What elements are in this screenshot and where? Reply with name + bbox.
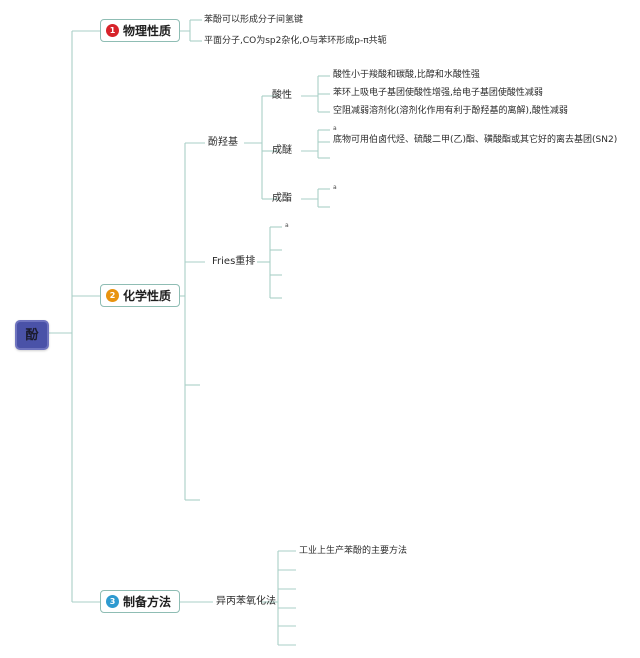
sub-node-cumene-oxidation[interactable]: 异丙苯氧化法 xyxy=(216,596,276,607)
root-node-label: 酚 xyxy=(25,327,39,343)
leaf-planar-molecule[interactable]: 平面分子,CO为sp2杂化,O与苯环形成p-π共轭 xyxy=(204,36,387,46)
topic-label-chemical-properties: 化学性质 xyxy=(123,288,172,303)
leaf-ester-note-a[interactable]: a xyxy=(333,184,337,191)
sub-node-ether-formation[interactable]: 成醚 xyxy=(272,145,292,156)
topic-node-chemical-properties[interactable]: 2 化学性质 xyxy=(100,284,181,307)
sub-node-ester-formation[interactable]: 成酯 xyxy=(272,193,292,204)
leaf-fries-note-a[interactable]: a xyxy=(285,222,289,229)
badge-3-icon: 3 xyxy=(106,595,119,608)
topic-node-preparation-methods[interactable]: 3 制备方法 xyxy=(100,590,181,613)
root-node[interactable]: 酚 xyxy=(15,320,49,350)
leaf-industrial-method[interactable]: 工业上生产苯酚的主要方法 xyxy=(299,546,408,556)
leaf-hydrogen-bond[interactable]: 苯酚可以形成分子间氢键 xyxy=(204,15,304,25)
topic-label-preparation-methods: 制备方法 xyxy=(123,594,172,609)
leaf-ether-substrate[interactable]: 底物可用伯卤代烃、硫酸二甲(乙)酯、磺酸酯或其它好的离去基团(SN2) xyxy=(333,135,618,145)
leaf-acidity-comparison[interactable]: 酸性小于羧酸和碳酸,比醇和水酸性强 xyxy=(333,70,480,80)
badge-2-icon: 2 xyxy=(106,289,119,302)
sub-node-phenolic-hydroxyl[interactable]: 酚羟基 xyxy=(208,137,238,148)
badge-1-icon: 1 xyxy=(106,24,119,37)
leaf-ether-note-a[interactable]: a xyxy=(333,125,337,132)
sub-node-acidity[interactable]: 酸性 xyxy=(272,90,292,101)
leaf-substituent-effect[interactable]: 苯环上吸电子基团使酸性增强,给电子基团使酸性减弱 xyxy=(333,88,543,98)
topic-label-physical-properties: 物理性质 xyxy=(123,23,172,38)
topic-node-physical-properties[interactable]: 1 物理性质 xyxy=(100,19,181,42)
leaf-steric-solvation[interactable]: 空阻减弱溶剂化(溶剂化作用有利于酚羟基的离解),酸性减弱 xyxy=(333,106,568,116)
sub-node-fries-rearrangement[interactable]: Fries重排 xyxy=(212,256,256,267)
